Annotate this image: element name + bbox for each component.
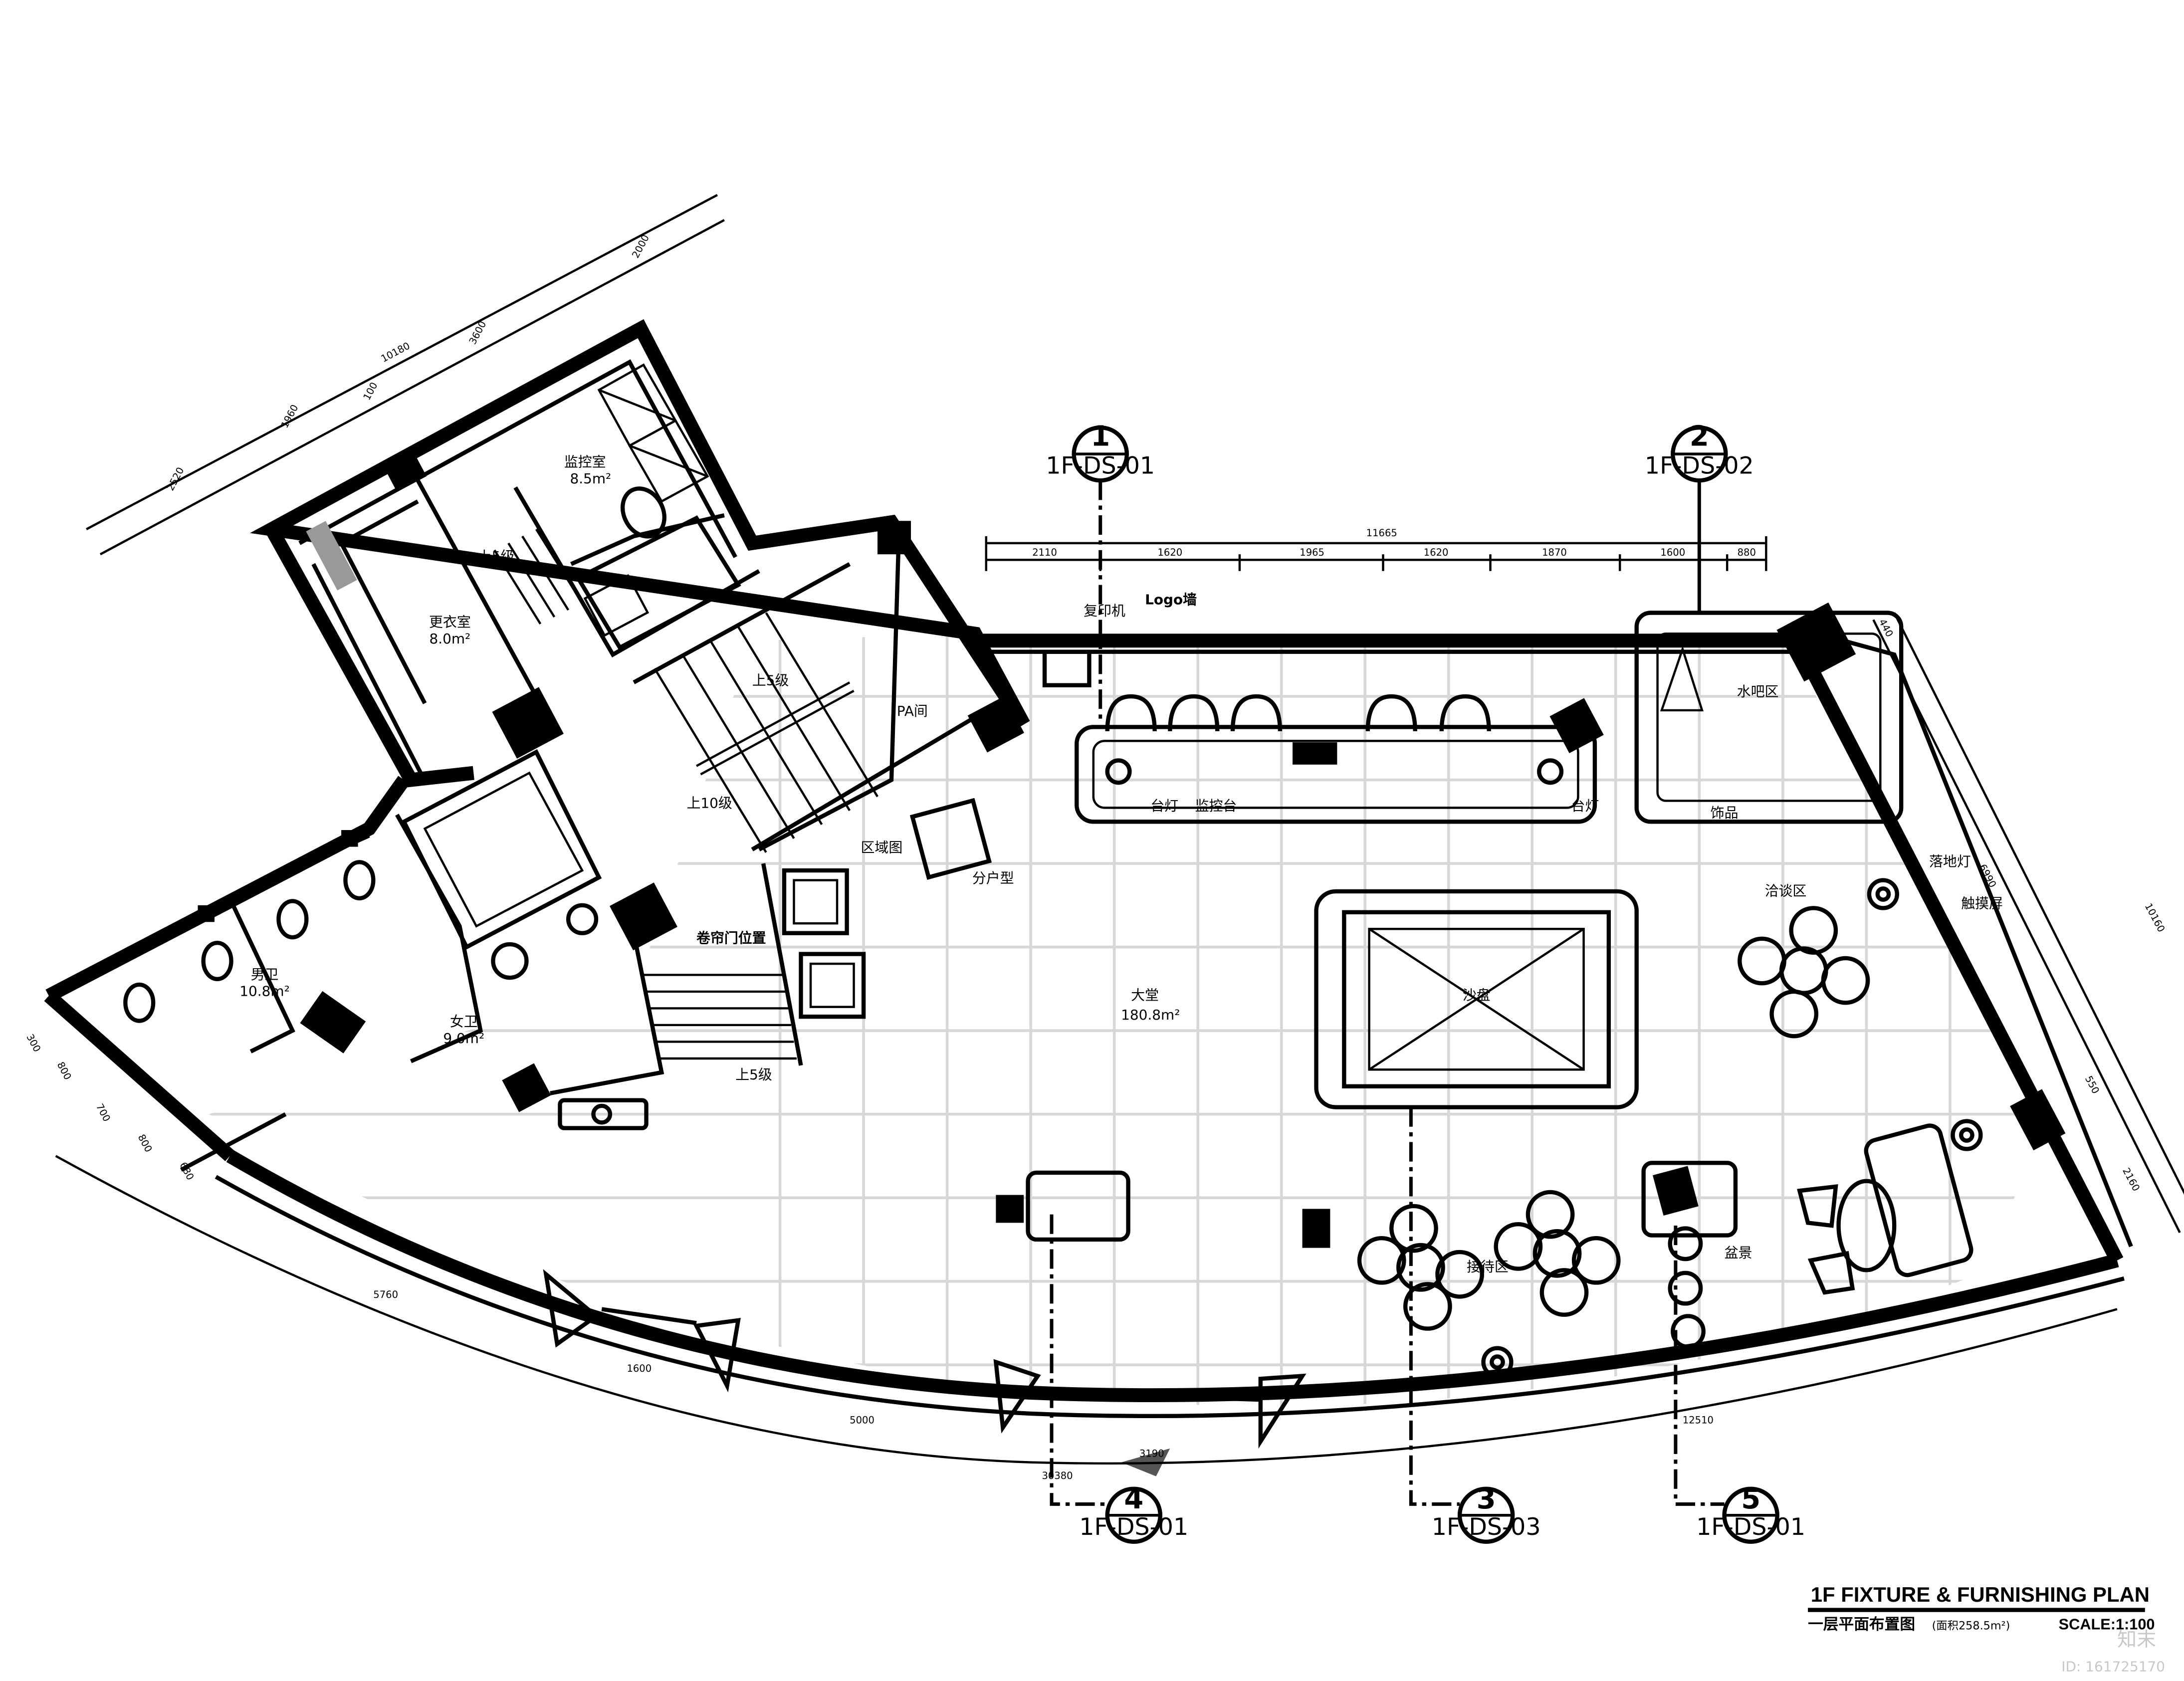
label-stair-up: 上5级	[735, 1066, 772, 1083]
dim-arc: 3190	[1139, 1448, 1164, 1459]
plan-area: (面积258.5m²)	[1932, 1620, 2010, 1633]
room-name: 大堂	[1131, 987, 1159, 1004]
section-marker-ref: 1F-DS-01	[1696, 1513, 1805, 1541]
room-area: 8.5m²	[570, 470, 611, 487]
dim-top-seg: 1965	[1300, 547, 1324, 558]
label-stair-up: 上5级	[752, 672, 789, 689]
plan-scale: SCALE:1:100	[2059, 1616, 2155, 1633]
room-name: 监控室	[564, 453, 606, 470]
dim-top-seg: 1620	[1157, 547, 1182, 558]
dim-right-seg: 440	[1877, 617, 1896, 639]
dim-arc: 5760	[373, 1289, 398, 1300]
room-name: 洽谈区	[1765, 882, 1807, 899]
section-marker-number: 4	[1124, 1483, 1143, 1515]
dim-top-seg: 880	[1738, 547, 1756, 558]
dim-top-seg: 1600	[1660, 547, 1685, 558]
room-area: 9.0m²	[443, 1030, 484, 1047]
room-name: PA间	[897, 703, 928, 719]
plan-title-cn: 一层平面布置图	[1808, 1616, 1915, 1633]
section-marker-5: 5 1F-DS-01	[1696, 1483, 1805, 1544]
exterior-walls	[44, 319, 2133, 1419]
dim-top-seg: 2110	[1032, 547, 1057, 558]
label-touch-screen: 触摸屏	[1961, 895, 2003, 911]
annotation-labels: 复印机 Logo墙 台灯 监控台 台灯 饰品 落地灯 触摸屏 沙盘 盆景 区域图…	[478, 548, 2003, 1261]
dimension-lines	[55, 194, 2184, 1465]
dim-left-total: 10180	[379, 340, 412, 364]
dim-lower-left: 300	[24, 1032, 43, 1054]
dim-right-seg: 550	[2083, 1074, 2102, 1096]
label-unit-type: 分户型	[972, 870, 1014, 886]
dim-left-seg: 3600	[467, 319, 489, 347]
section-marker-3: 3 1F-DS-03	[1432, 1483, 1541, 1544]
dim-arc: 12510	[1683, 1414, 1714, 1426]
dim-top-seg: 1870	[1542, 547, 1567, 558]
room-name: 水吧区	[1737, 683, 1779, 700]
label-district-map: 区域图	[861, 840, 903, 856]
label-logo-wall: Logo墙	[1145, 592, 1197, 608]
section-marker-4: 4 1F-DS-01	[1079, 1483, 1188, 1544]
section-leaders	[1050, 480, 1725, 1506]
plan-title-en: 1F FIXTURE & FURNISHING PLAN	[1811, 1583, 2150, 1606]
label-sand-table: 沙盘	[1463, 987, 1491, 1004]
dim-arc: 30380	[1042, 1470, 1073, 1481]
structural-columns	[198, 446, 2066, 1248]
room-labels: 监控室 8.5m² 更衣室 8.0m² PA间 男卫 10.8m² 女卫 9.0…	[239, 453, 1806, 1275]
dim-right-seg: 2160	[2120, 1166, 2142, 1193]
room-name: 接待区	[1467, 1259, 1509, 1275]
dim-lower-left: 800	[136, 1132, 155, 1154]
dim-lower-left: 800	[55, 1060, 74, 1082]
section-marker-ref: 1F-DS-03	[1432, 1513, 1541, 1541]
room-name: 更衣室	[429, 614, 471, 630]
monitor-desk	[1075, 725, 1597, 824]
room-area: 180.8m²	[1121, 1007, 1180, 1023]
dim-left-seg: 2000	[630, 233, 652, 260]
interior-partitions	[61, 359, 976, 1172]
dim-right-total: 10160	[2143, 901, 2167, 934]
section-marker-ref: 1F-DS-02	[1645, 452, 1754, 479]
label-table-lamp: 台灯	[1150, 798, 1178, 814]
label-plant: 盆景	[1725, 1245, 1752, 1261]
label-monitor-desk: 监控台	[1195, 798, 1237, 814]
label-stair-up: 上5级	[478, 548, 515, 565]
sand-table	[1314, 889, 1639, 1109]
dim-lower-left: 700	[94, 1102, 113, 1124]
section-marker-2: 2 1F-DS-02	[1645, 420, 1754, 483]
room-name: 女卫	[450, 1014, 478, 1030]
label-stair-up: 上10级	[687, 795, 732, 811]
watermark-site: 知末	[2117, 1629, 2156, 1651]
dim-left-seg: 100	[361, 380, 380, 402]
label-table-lamp-2: 台灯	[1571, 798, 1599, 814]
section-marker-number: 1	[1091, 420, 1110, 452]
watermark-id: ID: 161725170	[2061, 1658, 2165, 1675]
label-shutter: 卷帘门位置	[696, 930, 766, 946]
dim-right-seg: 6990	[1977, 862, 1999, 890]
dim-arc: 1600	[627, 1363, 652, 1374]
section-marker-ref: 1F-DS-01	[1079, 1513, 1188, 1541]
room-name: 男卫	[251, 966, 279, 983]
label-floor-lamp: 落地灯	[1929, 853, 1971, 870]
room-area: 8.0m²	[429, 630, 470, 647]
section-marker-number: 2	[1690, 420, 1709, 452]
section-marker-number: 5	[1741, 1483, 1760, 1515]
title-block: 1F FIXTURE & FURNISHING PLAN 一层平面布置图 (面积…	[1808, 1583, 2155, 1633]
dim-arc: 5000	[850, 1414, 874, 1426]
section-marker-1: 1 1F-DS-01	[1046, 420, 1155, 483]
room-area: 10.8m²	[239, 983, 290, 999]
label-ornament: 饰品	[1711, 805, 1739, 821]
watermark: 知末 ID: 161725170	[2061, 1629, 2165, 1675]
dim-top-seg: 1620	[1424, 547, 1449, 558]
dim-top-total: 11665	[1366, 527, 1397, 539]
section-marker-ref: 1F-DS-01	[1046, 452, 1155, 479]
section-marker-number: 3	[1477, 1483, 1496, 1515]
label-copier: 复印机	[1084, 603, 1125, 619]
furniture	[543, 611, 1983, 1476]
